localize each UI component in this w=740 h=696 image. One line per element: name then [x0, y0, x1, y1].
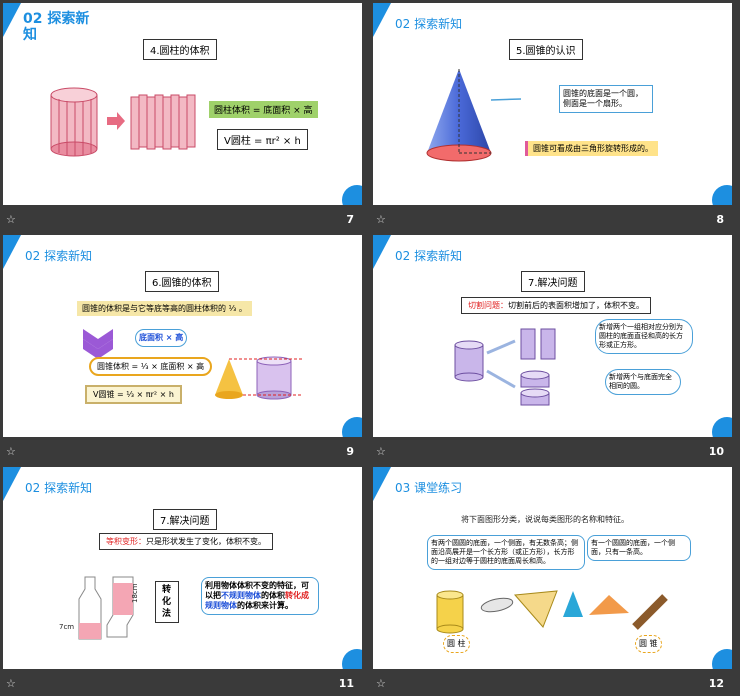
speech-bubble: 新增两个一组相对应分别为圆柱的底面直径和高的长方形或正方形。: [595, 319, 693, 354]
cone-illustration: [426, 69, 522, 162]
description-box: 切割问题：切割前后的表面积增加了，体积不变。: [461, 297, 651, 314]
slide-canvas: 03 课堂练习 将下面图形分类，说说每类图形的名称和特征。 有两个圆圆的底面，一…: [373, 467, 732, 669]
slide-heading: 7.解决问题: [521, 271, 585, 292]
speech-bubble: 新增两个与底面完全相同的圆。: [605, 369, 681, 395]
star-outline-icon[interactable]: ☆: [6, 213, 16, 226]
slide-number: 8: [716, 213, 724, 226]
slide-thumbnail-7[interactable]: 02 探索新知 4.圆柱的体积 圆柱体积 = 底面积 × 高 V圆柱 = πr²…: [0, 0, 370, 232]
slide-heading: 6.圆锥的体积: [145, 271, 219, 292]
star-outline-icon[interactable]: ☆: [376, 677, 386, 690]
speech-bubble: 圆锥的底面是一个圆，侧面是一个扇形。: [559, 85, 653, 113]
speech-bubble-cylinder: 有两个圆圆的底面，一个侧面，有无数条高；侧面沿高展开是一个长方形（或正方形），长…: [427, 535, 585, 570]
slide-heading: 4.圆柱的体积: [143, 39, 217, 60]
slide-thumbnail-8[interactable]: 02 探索新知 5.圆锥的认识 圆锥的底面是一个圆，侧面是一个扇形。 圆锥可看成…: [370, 0, 740, 232]
section-title: 03 课堂练习: [395, 481, 463, 495]
formula-box: 圆柱体积 = 底面积 × 高: [209, 101, 318, 118]
category-tag-cylinder: 圆 柱: [443, 635, 470, 653]
star-outline-icon[interactable]: ☆: [376, 213, 386, 226]
slide-number: 11: [338, 677, 354, 690]
slide-heading: 7.解决问题: [153, 509, 217, 530]
slide-heading: 5.圆锥的认识: [509, 39, 583, 60]
volume-illustration: [83, 329, 303, 400]
star-outline-icon[interactable]: ☆: [6, 445, 16, 458]
description-box: 等积变形：只是形状发生了变化，体积不变。: [99, 533, 273, 550]
slide-thumbnail-10[interactable]: 02 探索新知 7.解决问题 切割问题：切割前后的表面积增加了，体积不变。 新增…: [370, 232, 740, 464]
cloud-bubble: 底面积 × 高: [135, 329, 188, 347]
section-title: 02 探索新知: [395, 249, 463, 263]
slide-canvas: 02 探索新知 4.圆柱的体积 圆柱体积 = 底面积 × 高 V圆柱 = πr²…: [3, 3, 362, 205]
slide-number: 10: [708, 445, 724, 458]
slide-number: 9: [346, 445, 354, 458]
formula-symbolic: V圆柱 = πr² × h: [217, 129, 308, 150]
star-outline-icon[interactable]: ☆: [376, 445, 386, 458]
slide-number: 7: [346, 213, 354, 226]
explanation-bubble: 利用物体体积不变的特征，可以把不规则物体的体积转化成规则物体的体积来计算。: [201, 577, 319, 615]
slide-thumbnail-9[interactable]: 02 探索新知 6.圆锥的体积 圆锥的体积是与它等底等高的圆柱体积的 ⅓ 。 底…: [0, 232, 370, 464]
speech-bubble-cone: 有一个圆圆的底面，一个侧面，只有一条高。: [587, 535, 691, 561]
cylinder-slicing-illustration: [50, 87, 196, 157]
section-title: 02 探索新知: [25, 481, 93, 495]
star-outline-icon[interactable]: ☆: [6, 677, 16, 690]
slide-canvas: 02 探索新知 7.解决问题 切割问题：切割前后的表面积增加了，体积不变。 新增…: [373, 235, 732, 437]
label-7cm: 7cm: [59, 623, 74, 631]
shapes-illustration: [436, 590, 668, 634]
section-title: 02 探索新知: [395, 17, 463, 31]
section-title: 02 探索新知: [25, 249, 93, 263]
note-box: 圆锥可看成由三角形旋转形成的。: [525, 141, 658, 156]
slide-thumbnail-11[interactable]: 02 探索新知 7.解决问题 等积变形：只是形状发生了变化，体积不变。 7cm …: [0, 464, 370, 696]
vertical-label: 转化法: [155, 581, 179, 623]
instruction-text: 将下面图形分类，说说每类图形的名称和特征。: [461, 515, 629, 524]
bottle-illustration: 7cm 18cm: [59, 576, 139, 640]
statement-box: 圆锥的体积是与它等底等高的圆柱体积的 ⅓ 。: [77, 301, 252, 316]
slide-canvas: 02 探索新知 7.解决问题 等积变形：只是形状发生了变化，体积不变。 7cm …: [3, 467, 362, 669]
cylinder-cutting-illustration: [454, 328, 556, 406]
slide-canvas: 02 探索新知 5.圆锥的认识 圆锥的底面是一个圆，侧面是一个扇形。 圆锥可看成…: [373, 3, 732, 205]
label-18cm: 18cm: [131, 583, 139, 603]
formula-box: 圆锥体积 = ⅓ × 底面积 × 高: [89, 357, 213, 376]
slide-number: 12: [708, 677, 724, 690]
section-title: 02 探索新知: [23, 11, 90, 43]
formula-scroll: V圆锥 = ⅓ × πr² × h: [85, 385, 182, 404]
slide-thumbnail-12[interactable]: 03 课堂练习 将下面图形分类，说说每类图形的名称和特征。 有两个圆圆的底面，一…: [370, 464, 740, 696]
slide-canvas: 02 探索新知 6.圆锥的体积 圆锥的体积是与它等底等高的圆柱体积的 ⅓ 。 底…: [3, 235, 362, 437]
category-tag-cone: 圆 锥: [635, 635, 662, 653]
